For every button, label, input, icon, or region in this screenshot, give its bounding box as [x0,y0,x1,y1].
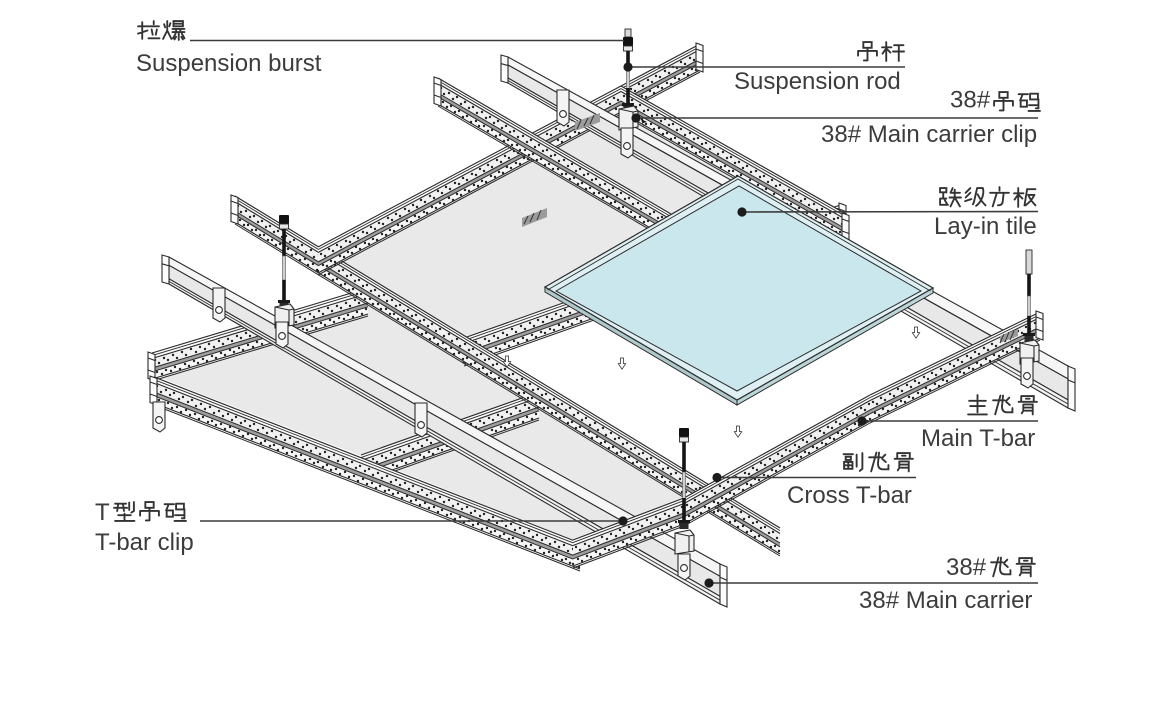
svg-text:Cross T-bar: Cross T-bar [787,482,912,509]
svg-text:38#: 38# [946,554,987,581]
svg-text:38#: 38# [950,87,991,114]
svg-text:38# Main carrier clip: 38# Main carrier clip [821,121,1037,148]
svg-text:38# Main carrier: 38# Main carrier [859,587,1032,614]
svg-text:Main T-bar: Main T-bar [921,425,1035,452]
svg-text:Lay-in tile: Lay-in tile [934,213,1037,240]
svg-text:T: T [95,499,110,526]
svg-text:T-bar clip: T-bar clip [95,529,194,556]
svg-text:Suspension burst: Suspension burst [136,50,322,77]
svg-text:Suspension rod: Suspension rod [734,68,901,95]
